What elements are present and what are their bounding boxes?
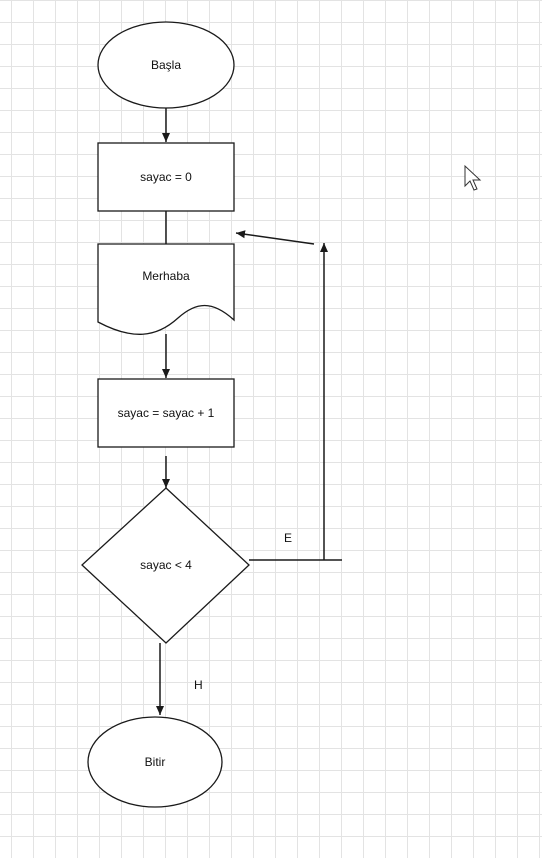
node-init[interactable]: sayac = 0 [97, 142, 235, 212]
node-print-label: Merhaba [142, 269, 190, 283]
edge-decision-loop-back[interactable] [235, 230, 342, 561]
node-increment[interactable]: sayac = sayac + 1 [97, 378, 235, 448]
edge-label-yes: E [284, 531, 292, 545]
node-start-label: Başla [151, 58, 181, 72]
node-print[interactable]: Merhaba [97, 243, 235, 335]
node-end-label: Bitir [145, 755, 166, 769]
node-init-label: sayac = 0 [140, 170, 192, 184]
node-increment-label: sayac = sayac + 1 [118, 406, 215, 420]
node-decision[interactable]: sayac < 4 [81, 487, 250, 644]
edge-label-no: H [194, 678, 203, 692]
node-start[interactable]: Başla [97, 21, 235, 109]
node-decision-label: sayac < 4 [140, 558, 192, 572]
mouse-pointer-icon [464, 164, 482, 191]
node-end[interactable]: Bitir [87, 716, 223, 808]
